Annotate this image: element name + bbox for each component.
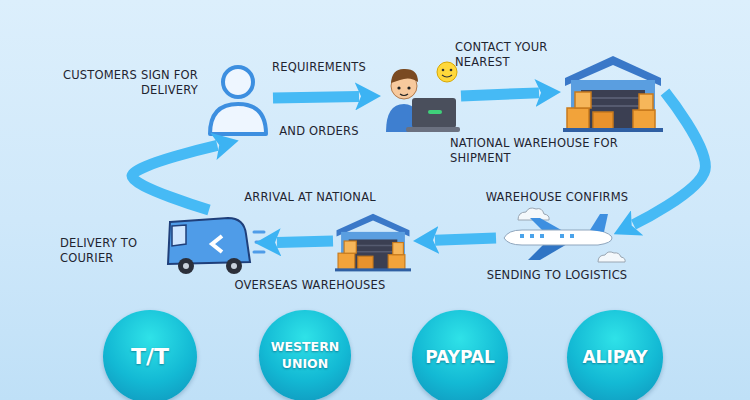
- flow-arrow: [461, 93, 539, 96]
- payment-circle: T/T: [103, 310, 196, 400]
- stage-caption: SENDING TO LOGISTICS: [462, 268, 652, 283]
- stage-caption: WAREHOUSE CONFIRMS: [462, 190, 652, 205]
- payment-circle: WESTERN UNION: [259, 310, 350, 400]
- stage-caption: DELIVERY TO COURIER: [60, 236, 160, 266]
- person-icon: [210, 67, 266, 134]
- flow-arrow: [277, 241, 333, 242]
- plane-icon: [504, 214, 612, 260]
- flow-arrow: [132, 145, 217, 210]
- stage-caption: REQUIREMENTS: [256, 60, 382, 75]
- payment-label: ALIPAY: [573, 346, 657, 369]
- payment-circle: PAYPAL: [412, 310, 507, 400]
- payment-circle: ALIPAY: [567, 310, 662, 400]
- stage-caption: OVERSEAS WAREHOUSES: [205, 278, 415, 293]
- agent-icon: [386, 62, 460, 132]
- flow-arrow: [435, 238, 496, 240]
- flow-arrow: [633, 92, 705, 225]
- stage-caption: AND ORDERS: [256, 124, 382, 139]
- stage-node: DELIVERY TO COURIER: [165, 212, 253, 274]
- stage-caption: NATIONAL WAREHOUSE FOR SHIPMENT: [450, 136, 630, 166]
- stage-caption: ARRIVAL AT NATIONAL: [208, 190, 412, 205]
- stage-node: REQUIREMENTSAND ORDERS: [383, 58, 459, 134]
- stage-node: WAREHOUSE CONFIRMSSENDING TO LOGISTICS: [498, 214, 614, 262]
- stage-node: ARRIVAL AT NATIONALOVERSEAS WAREHOUSES: [335, 210, 411, 272]
- stage-node: CONTACT YOUR NEARESTNATIONAL WAREHOUSE F…: [563, 52, 663, 132]
- flow-arrow: [273, 96, 359, 98]
- stage-caption: CONTACT YOUR NEAREST: [455, 40, 561, 70]
- truck-icon: [168, 218, 268, 274]
- warehouse-icon: [335, 214, 411, 272]
- payment-label: T/T: [110, 342, 190, 372]
- stage-node: CUSTOMERS SIGN FOR DELIVERY: [205, 60, 271, 136]
- stage-caption: CUSTOMERS SIGN FOR DELIVERY: [62, 68, 198, 98]
- warehouse-icon: [563, 56, 663, 132]
- payment-label: WESTERN UNION: [267, 339, 343, 373]
- payment-label: PAYPAL: [418, 346, 502, 369]
